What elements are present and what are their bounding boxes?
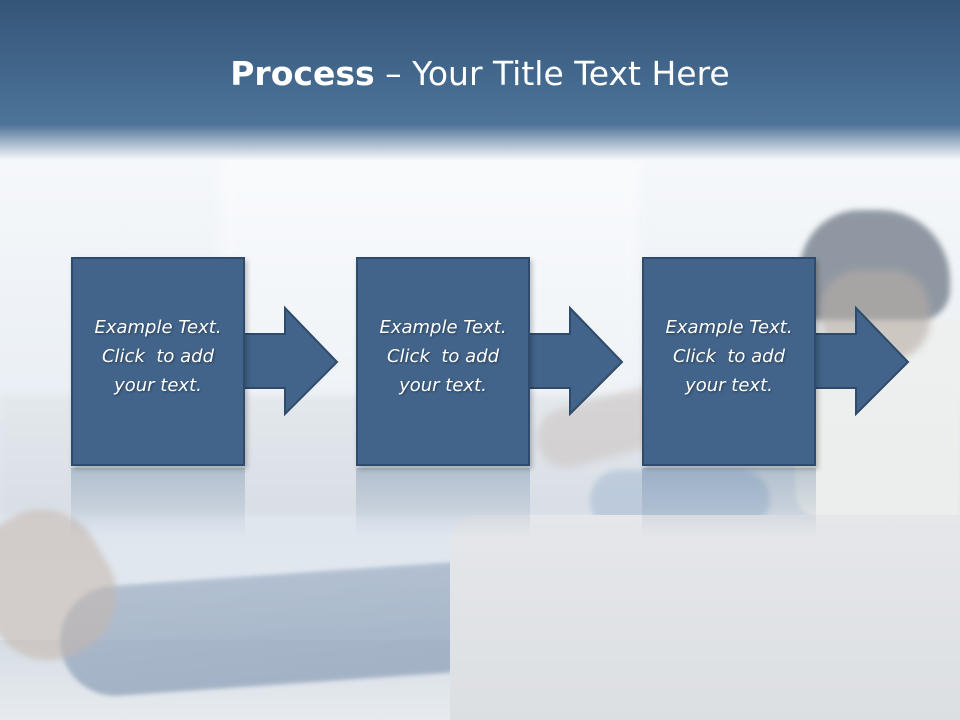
slide-title-rest: – Your Title Text Here xyxy=(374,54,730,93)
process-step-3[interactable]: Example Text. Click to add your text. xyxy=(642,257,816,466)
step-line: your text. xyxy=(399,375,487,396)
step-text: Example Text. Click to add your text. xyxy=(73,313,243,400)
step-1-reflection xyxy=(71,468,245,538)
step-line: Click to add xyxy=(672,346,785,367)
step-line: Click to add xyxy=(386,346,499,367)
step-line: Example Text. xyxy=(379,317,507,338)
title-bar xyxy=(0,0,960,160)
step-text: Example Text. Click to add your text. xyxy=(644,313,814,400)
step-text: Example Text. Click to add your text. xyxy=(358,313,528,400)
slide-title[interactable]: Process – Your Title Text Here xyxy=(0,54,960,93)
background-sofa-arm xyxy=(450,515,960,720)
arrow-right-icon xyxy=(811,305,910,417)
step-line: Example Text. xyxy=(665,317,793,338)
arrow-right-icon xyxy=(525,305,624,417)
arrow-right-icon xyxy=(240,305,339,417)
step-line: Example Text. xyxy=(94,317,222,338)
process-step-1[interactable]: Example Text. Click to add your text. xyxy=(71,257,245,466)
slide-title-bold: Process xyxy=(230,54,375,93)
step-line: Click to add xyxy=(101,346,214,367)
step-line: your text. xyxy=(685,375,773,396)
step-2-reflection xyxy=(356,468,530,538)
process-step-2[interactable]: Example Text. Click to add your text. xyxy=(356,257,530,466)
step-3-reflection xyxy=(642,468,816,538)
step-line: your text. xyxy=(114,375,202,396)
